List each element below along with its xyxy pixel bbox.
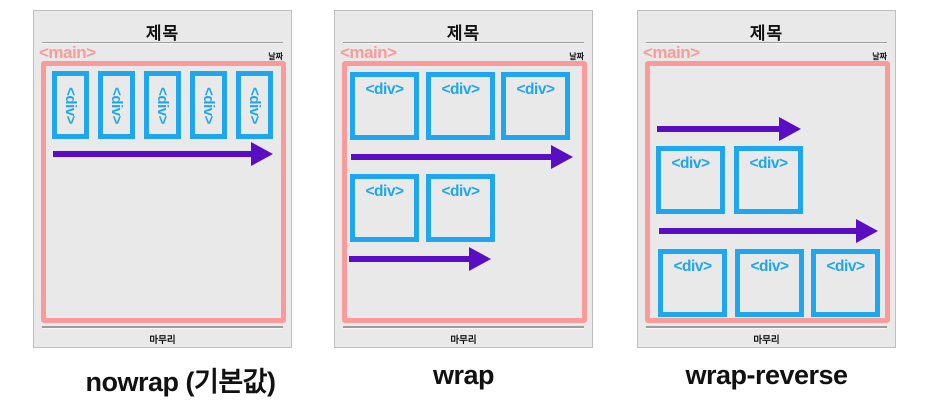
- flex-item-label: <div>: [441, 81, 481, 98]
- arrow-shaft: [351, 154, 553, 160]
- arrow-head-icon: [856, 219, 878, 243]
- arrow-shaft: [349, 256, 471, 262]
- flex-item: <div>: [501, 72, 570, 140]
- flow-arrow: [349, 247, 491, 271]
- footer-divider: [646, 326, 887, 329]
- flex-item: <div>: [658, 249, 727, 317]
- arrow-head-icon: [779, 117, 801, 141]
- flex-item-label: <div>: [108, 86, 126, 124]
- flex-item-label: <div>: [246, 86, 264, 124]
- main-container-outline: [645, 61, 890, 323]
- header-divider: [42, 42, 283, 44]
- page-title: 제목: [145, 24, 180, 43]
- flex-item: <div>: [350, 72, 419, 140]
- main-tag-label: <main>: [39, 43, 96, 62]
- arrow-head-icon: [551, 145, 573, 169]
- flex-item-label: <div>: [62, 86, 80, 124]
- flex-item-label: <div>: [826, 258, 866, 275]
- flex-item-label: <div>: [749, 155, 789, 172]
- arrow-shaft: [659, 228, 858, 234]
- header-divider: [646, 42, 887, 44]
- arrow-head-icon: [469, 247, 491, 271]
- flex-item-label: <div>: [154, 86, 172, 124]
- flex-item-label: <div>: [441, 183, 481, 200]
- flex-item: <div>: [236, 71, 273, 139]
- header-divider: [343, 42, 584, 44]
- footer-divider: [343, 326, 584, 329]
- footer-label: 마무리: [753, 335, 780, 346]
- flex-item: <div>: [98, 71, 135, 139]
- footer-divider: [42, 326, 283, 329]
- flex-item-label: <div>: [365, 183, 405, 200]
- flex-item: <div>: [426, 72, 495, 140]
- footer-label: 마무리: [149, 335, 176, 346]
- arrow-head-icon: [251, 142, 273, 166]
- panel-wrap-reverse-card: 제목 <main> 날짜 <div> <div> <div> <div> <di…: [637, 10, 896, 348]
- main-tag-label: <main>: [643, 43, 700, 62]
- flow-arrow: [659, 219, 878, 243]
- flex-item: <div>: [426, 174, 495, 242]
- date-label: 날짜: [872, 52, 887, 61]
- flex-item-label: <div>: [365, 81, 405, 98]
- flex-item-label: <div>: [750, 258, 790, 275]
- flex-item: <div>: [734, 146, 803, 214]
- main-tag-label: <main>: [340, 43, 397, 62]
- flex-item: <div>: [52, 71, 89, 139]
- flex-item-label: <div>: [516, 81, 556, 98]
- page-title: 제목: [446, 24, 481, 43]
- flow-arrow: [657, 117, 801, 141]
- arrow-shaft: [657, 126, 781, 132]
- panel-nowrap-card: 제목 <main> 날짜 <div> <div> <div> <div> <di…: [33, 10, 292, 348]
- flow-arrow: [351, 145, 573, 169]
- flex-item-label: <div>: [671, 155, 711, 172]
- panel-caption-nowrap: nowrap (기본값): [85, 367, 276, 397]
- date-label: 날짜: [268, 52, 283, 61]
- page-title: 제목: [749, 24, 784, 43]
- arrow-shaft: [53, 151, 253, 157]
- flex-item: <div>: [144, 71, 181, 139]
- main-container-outline: [342, 61, 587, 323]
- flex-item-label: <div>: [200, 86, 218, 124]
- footer-label: 마무리: [450, 335, 477, 346]
- flow-arrow: [53, 142, 273, 166]
- main-container-outline: [41, 61, 286, 323]
- flex-item: <div>: [735, 249, 804, 317]
- panel-caption-wrap-reverse: wrap-reverse: [685, 360, 848, 390]
- flex-item-label: <div>: [673, 258, 713, 275]
- flex-item: <div>: [190, 71, 227, 139]
- panel-wrap-card: 제목 <main> 날짜 <div> <div> <div> <div> <di…: [334, 10, 593, 348]
- flex-item: <div>: [811, 249, 880, 317]
- flex-item: <div>: [656, 146, 725, 214]
- flex-item: <div>: [350, 174, 419, 242]
- panel-caption-wrap: wrap: [432, 360, 495, 390]
- date-label: 날짜: [569, 52, 584, 61]
